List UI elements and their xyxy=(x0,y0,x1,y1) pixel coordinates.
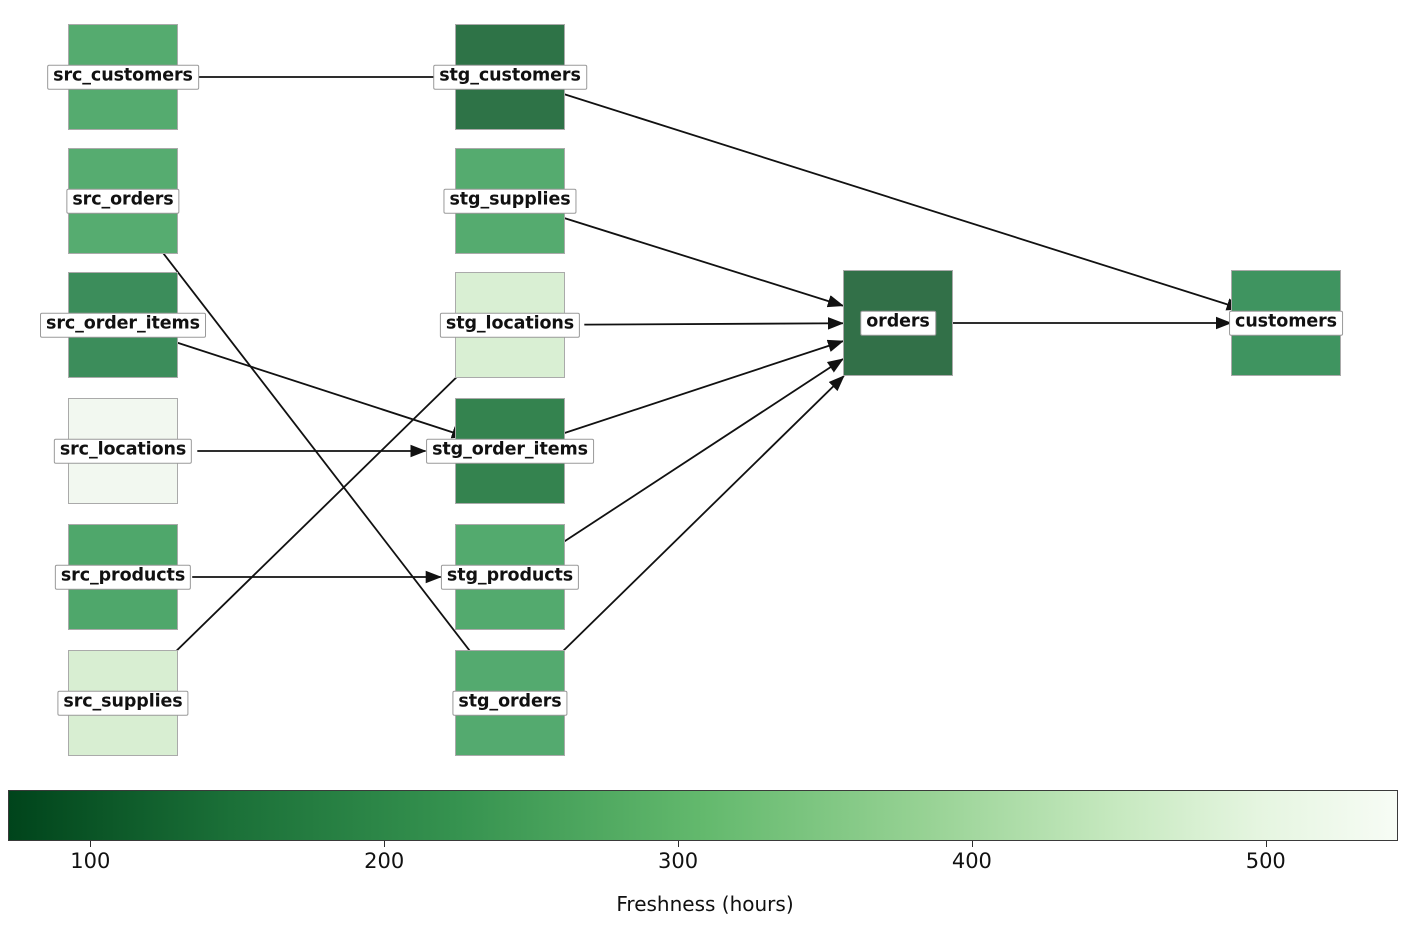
node-label-stg_products: stg_products xyxy=(440,564,580,590)
node-label-stg_orders: stg_orders xyxy=(452,690,568,716)
edge-layer xyxy=(133,76,1243,690)
edge-group xyxy=(133,76,1243,690)
node-label-src_customers: src_customers xyxy=(47,64,199,90)
colorbar-tick-label: 400 xyxy=(951,849,992,873)
node-label-src_orders: src_orders xyxy=(66,188,180,214)
colorbar-tick-label: 500 xyxy=(1245,849,1286,873)
node-label-stg_customers: stg_customers xyxy=(433,64,587,90)
node-label-src_order_items: src_order_items xyxy=(40,312,206,338)
edge-src_order_items-to-stg_order_items xyxy=(165,338,469,439)
colorbar-axis-label: Freshness (hours) xyxy=(616,892,794,916)
node-label-stg_supplies: stg_supplies xyxy=(443,188,577,214)
node-label-orders: orders xyxy=(860,310,936,336)
node-label-src_products: src_products xyxy=(54,564,192,590)
edge-stg_order_items-to-orders xyxy=(552,339,845,438)
colorbar-tick-label: 100 xyxy=(70,849,111,873)
colorbar-gradient xyxy=(8,790,1398,841)
colorbar-tick-mark xyxy=(1265,841,1267,847)
edge-stg_locations-to-orders xyxy=(584,317,845,330)
colorbar-tick-mark xyxy=(90,841,92,847)
colorbar-tick-mark xyxy=(678,841,680,847)
edge-stg_orders-to-orders xyxy=(523,375,845,690)
colorbar-tick-mark xyxy=(971,841,973,847)
edge-src_supplies-to-stg_locations xyxy=(136,338,497,690)
node-label-stg_locations: stg_locations xyxy=(439,312,581,338)
colorbar-tick-label: 200 xyxy=(364,849,405,873)
node-label-src_locations: src_locations xyxy=(53,438,193,464)
node-label-src_supplies: src_supplies xyxy=(57,690,189,716)
colorbar-tick-mark xyxy=(384,841,386,847)
colorbar-tick-label: 300 xyxy=(657,849,699,873)
edge-stg_supplies-to-orders xyxy=(554,214,845,308)
freshness-colorbar: 100 200 300 400 500 Freshness (hours) xyxy=(0,780,1410,926)
node-label-stg_order_items: stg_order_items xyxy=(426,438,594,464)
node-label-customers: customers xyxy=(1229,310,1343,336)
